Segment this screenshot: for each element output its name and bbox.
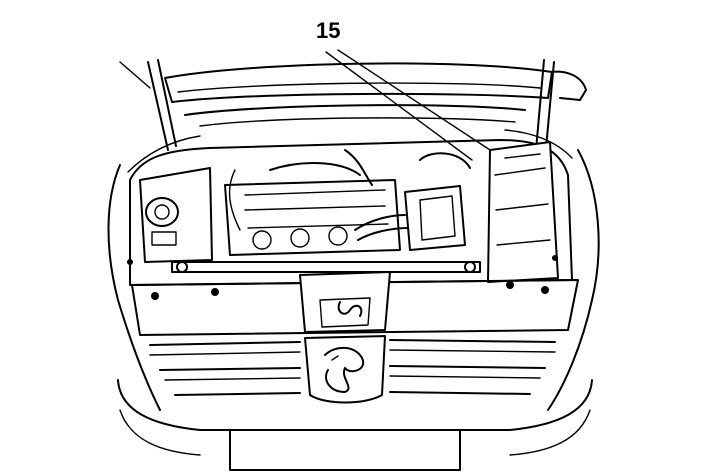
left-strut-tower — [139, 167, 213, 263]
front-grille — [149, 339, 556, 396]
leader-line-upper — [337, 49, 491, 151]
central-badge-panel — [299, 271, 391, 333]
raised-hood — [164, 62, 587, 127]
front-cross-member — [171, 261, 481, 273]
front-panel — [127, 255, 579, 336]
right-battery-box — [487, 141, 559, 283]
fenders — [107, 129, 600, 411]
air-filter-housing — [404, 185, 466, 251]
callout-label: 15 — [316, 18, 340, 43]
callout-15: 15 — [316, 18, 491, 161]
hood-struts — [119, 59, 555, 151]
lion-badge — [304, 335, 386, 404]
engine-bay-frame — [129, 139, 573, 286]
front-bumper — [117, 379, 593, 471]
engine-block — [224, 149, 471, 256]
